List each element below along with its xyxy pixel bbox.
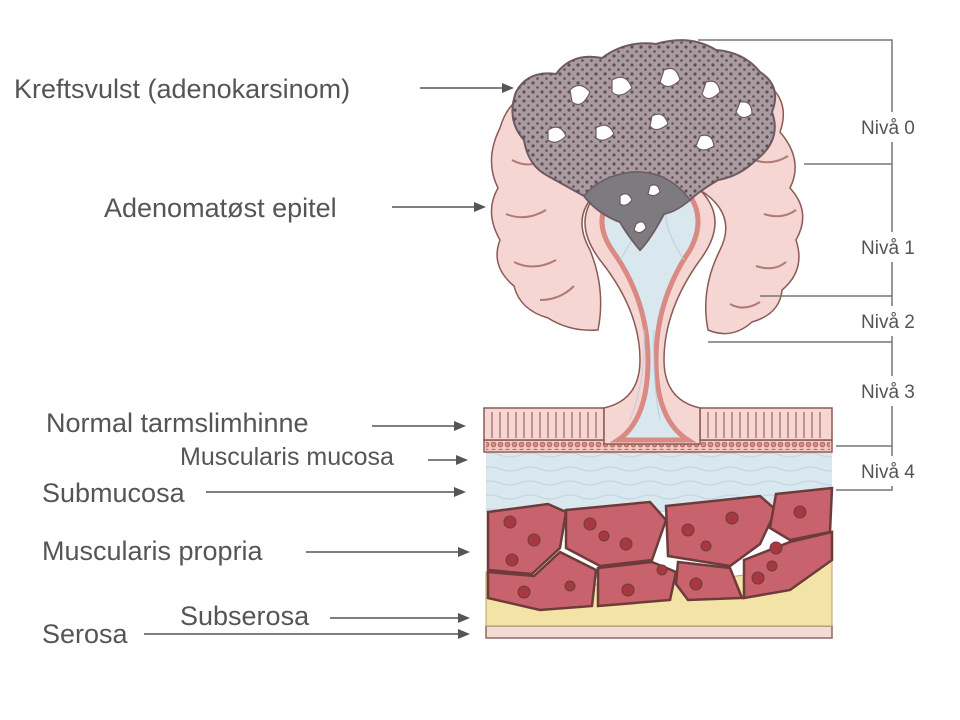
- structure-labels: Kreftsvulst (adenokarsinom) Adenomatøst …: [14, 74, 394, 649]
- pointer-arrows: [144, 83, 514, 639]
- label-serosa: Serosa: [42, 619, 129, 649]
- tumor-mass: [511, 39, 776, 252]
- bowel-wall-layers: [483, 407, 834, 639]
- level-0-label: Nivå 0: [861, 118, 915, 139]
- level-3-label: Nivå 3: [861, 382, 915, 403]
- label-muscularis-mucosa: Muscularis mucosa: [180, 443, 394, 471]
- label-submucosa: Submucosa: [42, 478, 186, 508]
- level-4-label: Nivå 4: [861, 462, 915, 483]
- level-labels: Nivå 0 Nivå 1 Nivå 2 Nivå 3 Nivå 4: [856, 112, 932, 486]
- label-tumor: Kreftsvulst (adenokarsinom): [14, 74, 350, 104]
- level-2-label: Nivå 2: [861, 312, 915, 333]
- serosa-layer: [485, 625, 833, 639]
- normal-mucosa-layer: [483, 407, 833, 441]
- label-subserosa: Subserosa: [180, 601, 310, 631]
- label-adenomatous-epithelium: Adenomatøst epitel: [104, 193, 337, 223]
- level-tick-0: [698, 39, 893, 296]
- level-1-label: Nivå 1: [861, 238, 915, 259]
- label-normal-mucosa: Normal tarmslimhinne: [46, 408, 309, 438]
- label-muscularis-propria: Muscularis propria: [42, 536, 264, 566]
